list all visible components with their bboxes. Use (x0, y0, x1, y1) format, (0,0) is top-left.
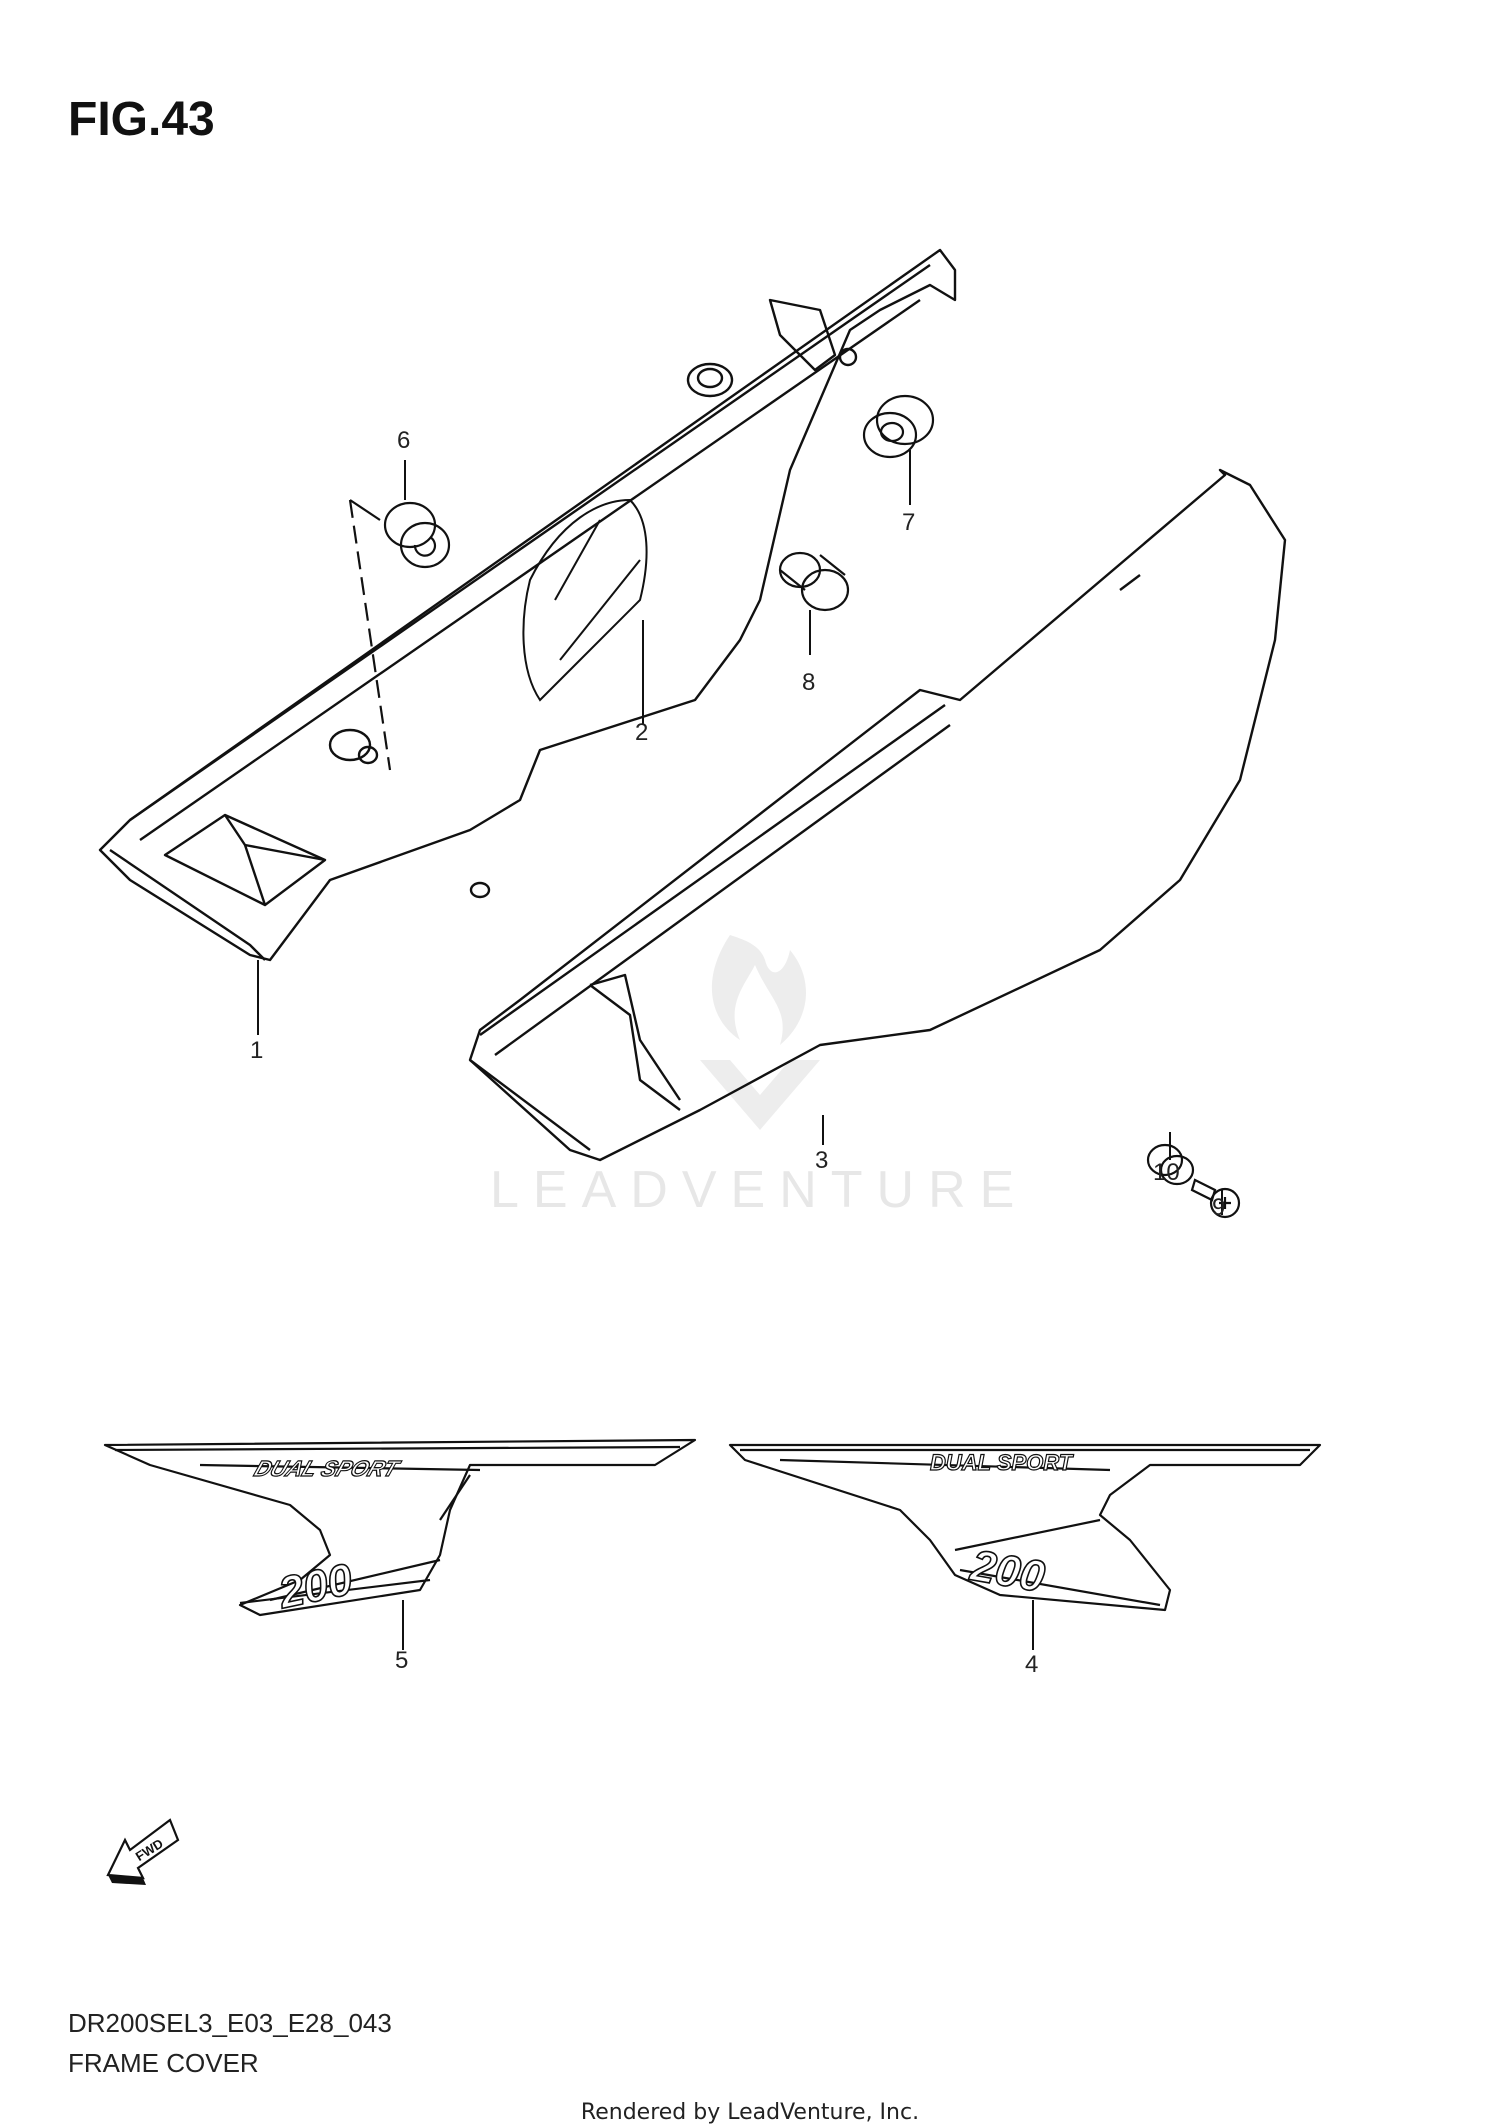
screw-9 (1190, 1178, 1241, 1219)
watermark-text: LEADVENTURE (490, 1161, 1029, 1219)
callout-9: 9 (1212, 1194, 1225, 1221)
callout-labels: 1 2 3 4 5 6 7 8 9 10 (250, 427, 1225, 1678)
decal-left-number: 200 (274, 1555, 357, 1619)
callout-2: 2 (635, 719, 648, 746)
model-code: DR200SEL3_E03_E28_043 (68, 2008, 392, 2038)
frame-cover-left (98, 248, 957, 962)
callout-7: 7 (902, 509, 915, 536)
decal-left-text: DUAL SPORT (251, 1456, 404, 1481)
section-name: FRAME COVER (68, 2048, 259, 2078)
leader-lines (257, 450, 1223, 1650)
callout-8: 8 (802, 669, 815, 696)
footer-credit: Rendered by LeadVenture, Inc. (580, 2100, 920, 2125)
inner-panel (522, 498, 648, 702)
decal-right-lettering: DUAL SPORT 200 (929, 1449, 1074, 1603)
emblem-right (728, 1443, 1322, 1612)
callout-6: 6 (397, 427, 410, 454)
grommet-6 (348, 499, 451, 771)
fwd-arrow-icon: FWD (106, 1818, 180, 1885)
decal-right-text: DUAL SPORT (930, 1450, 1074, 1475)
figure-title: FIG.43 (68, 93, 215, 146)
decal-right-number: 200 (966, 1541, 1048, 1602)
callout-5: 5 (395, 1647, 408, 1674)
watermark-logo (700, 935, 820, 1130)
callout-10: 10 (1153, 1159, 1180, 1186)
grommet-7 (862, 394, 935, 459)
grommet-10 (1146, 1143, 1195, 1186)
emblem-left (103, 1438, 697, 1617)
cushion-8 (778, 551, 850, 612)
frame-cover-right (468, 468, 1287, 1162)
callout-3: 3 (815, 1147, 828, 1174)
decal-left-lettering: DUAL SPORT 200 (250, 1455, 405, 1619)
callout-1: 1 (250, 1037, 263, 1064)
callout-4: 4 (1025, 1651, 1038, 1678)
